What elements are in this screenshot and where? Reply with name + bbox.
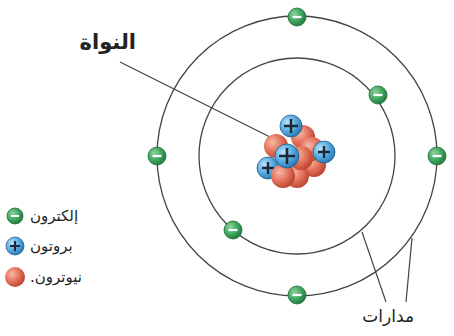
legend-text: نيوترون.: [30, 268, 82, 286]
leader-line: [120, 62, 276, 140]
legend-symbol: [5, 267, 25, 287]
outer-orbit: [157, 16, 437, 296]
legend-symbol: [6, 237, 24, 255]
electrons: [148, 8, 446, 304]
part-label: مدارات: [362, 306, 414, 326]
legend-symbol: [7, 208, 23, 224]
legend-text: بروتون: [30, 237, 73, 255]
leader-line: [406, 238, 412, 302]
legend-text: إلكترون: [30, 207, 78, 225]
part-label: النواة: [80, 30, 136, 55]
nucleus: [257, 115, 335, 188]
inner-orbit: [199, 58, 395, 254]
leader-line: [362, 232, 386, 302]
